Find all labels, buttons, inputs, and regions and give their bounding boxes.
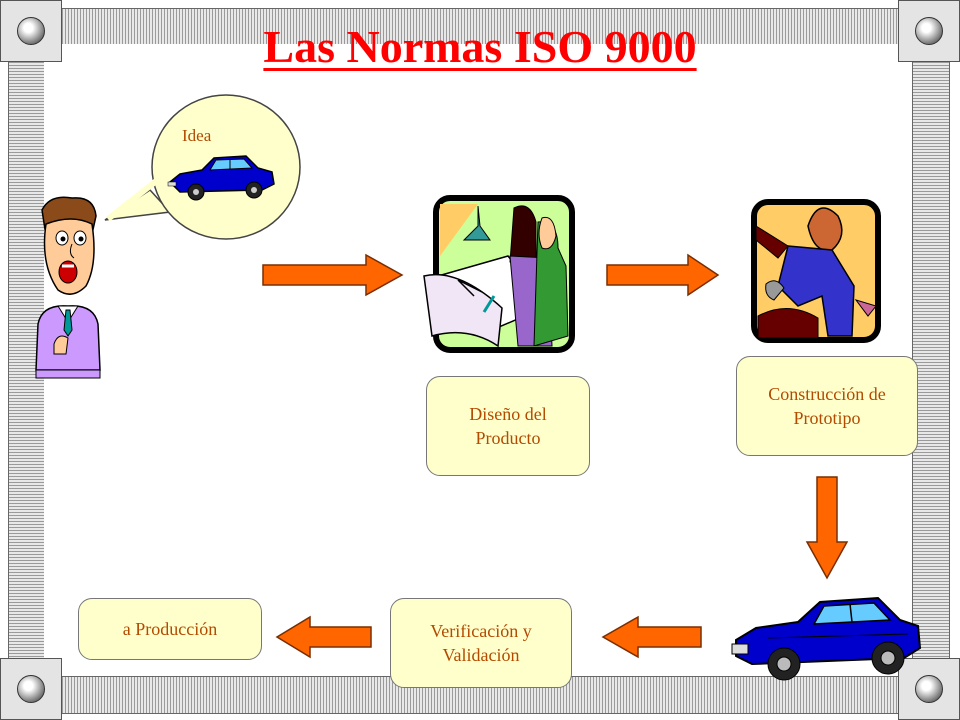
corner-top-right xyxy=(898,0,960,62)
car-icon xyxy=(731,596,922,681)
corner-bottom-right xyxy=(898,658,960,720)
knob-icon xyxy=(17,17,45,45)
idea-label: Idea xyxy=(182,126,212,145)
knob-icon xyxy=(17,675,45,703)
arrow-to-prototype xyxy=(606,253,720,297)
step-verification-label: Verificación y Validación xyxy=(430,621,532,665)
step-production-label: a Producción xyxy=(122,619,218,639)
page-title: Las Normas ISO 9000 xyxy=(263,21,697,72)
step-prototype: Construcción de Prototipo xyxy=(736,356,918,456)
idea-car-icon xyxy=(167,155,275,201)
knob-icon xyxy=(915,17,943,45)
step-design-label: Diseño del Producto xyxy=(469,404,547,448)
design-clipart-icon xyxy=(423,195,575,353)
arrow-down-to-car xyxy=(805,476,849,580)
knob-icon xyxy=(915,675,943,703)
frame-top-bar xyxy=(40,8,922,46)
corner-bottom-left xyxy=(0,658,62,720)
construction-clipart-icon xyxy=(751,199,881,343)
arrow-to-production xyxy=(275,615,372,659)
corner-top-left xyxy=(0,0,62,62)
step-verification: Verificación y Validación xyxy=(390,598,572,688)
arrow-to-design xyxy=(262,253,404,297)
man-icon xyxy=(35,196,101,379)
arrow-to-verification xyxy=(601,615,702,659)
step-production: a Producción xyxy=(78,598,262,660)
step-prototype-label: Construcción de Prototipo xyxy=(768,384,886,428)
frame-right-bar xyxy=(912,40,950,682)
step-design: Diseño del Producto xyxy=(426,376,590,476)
